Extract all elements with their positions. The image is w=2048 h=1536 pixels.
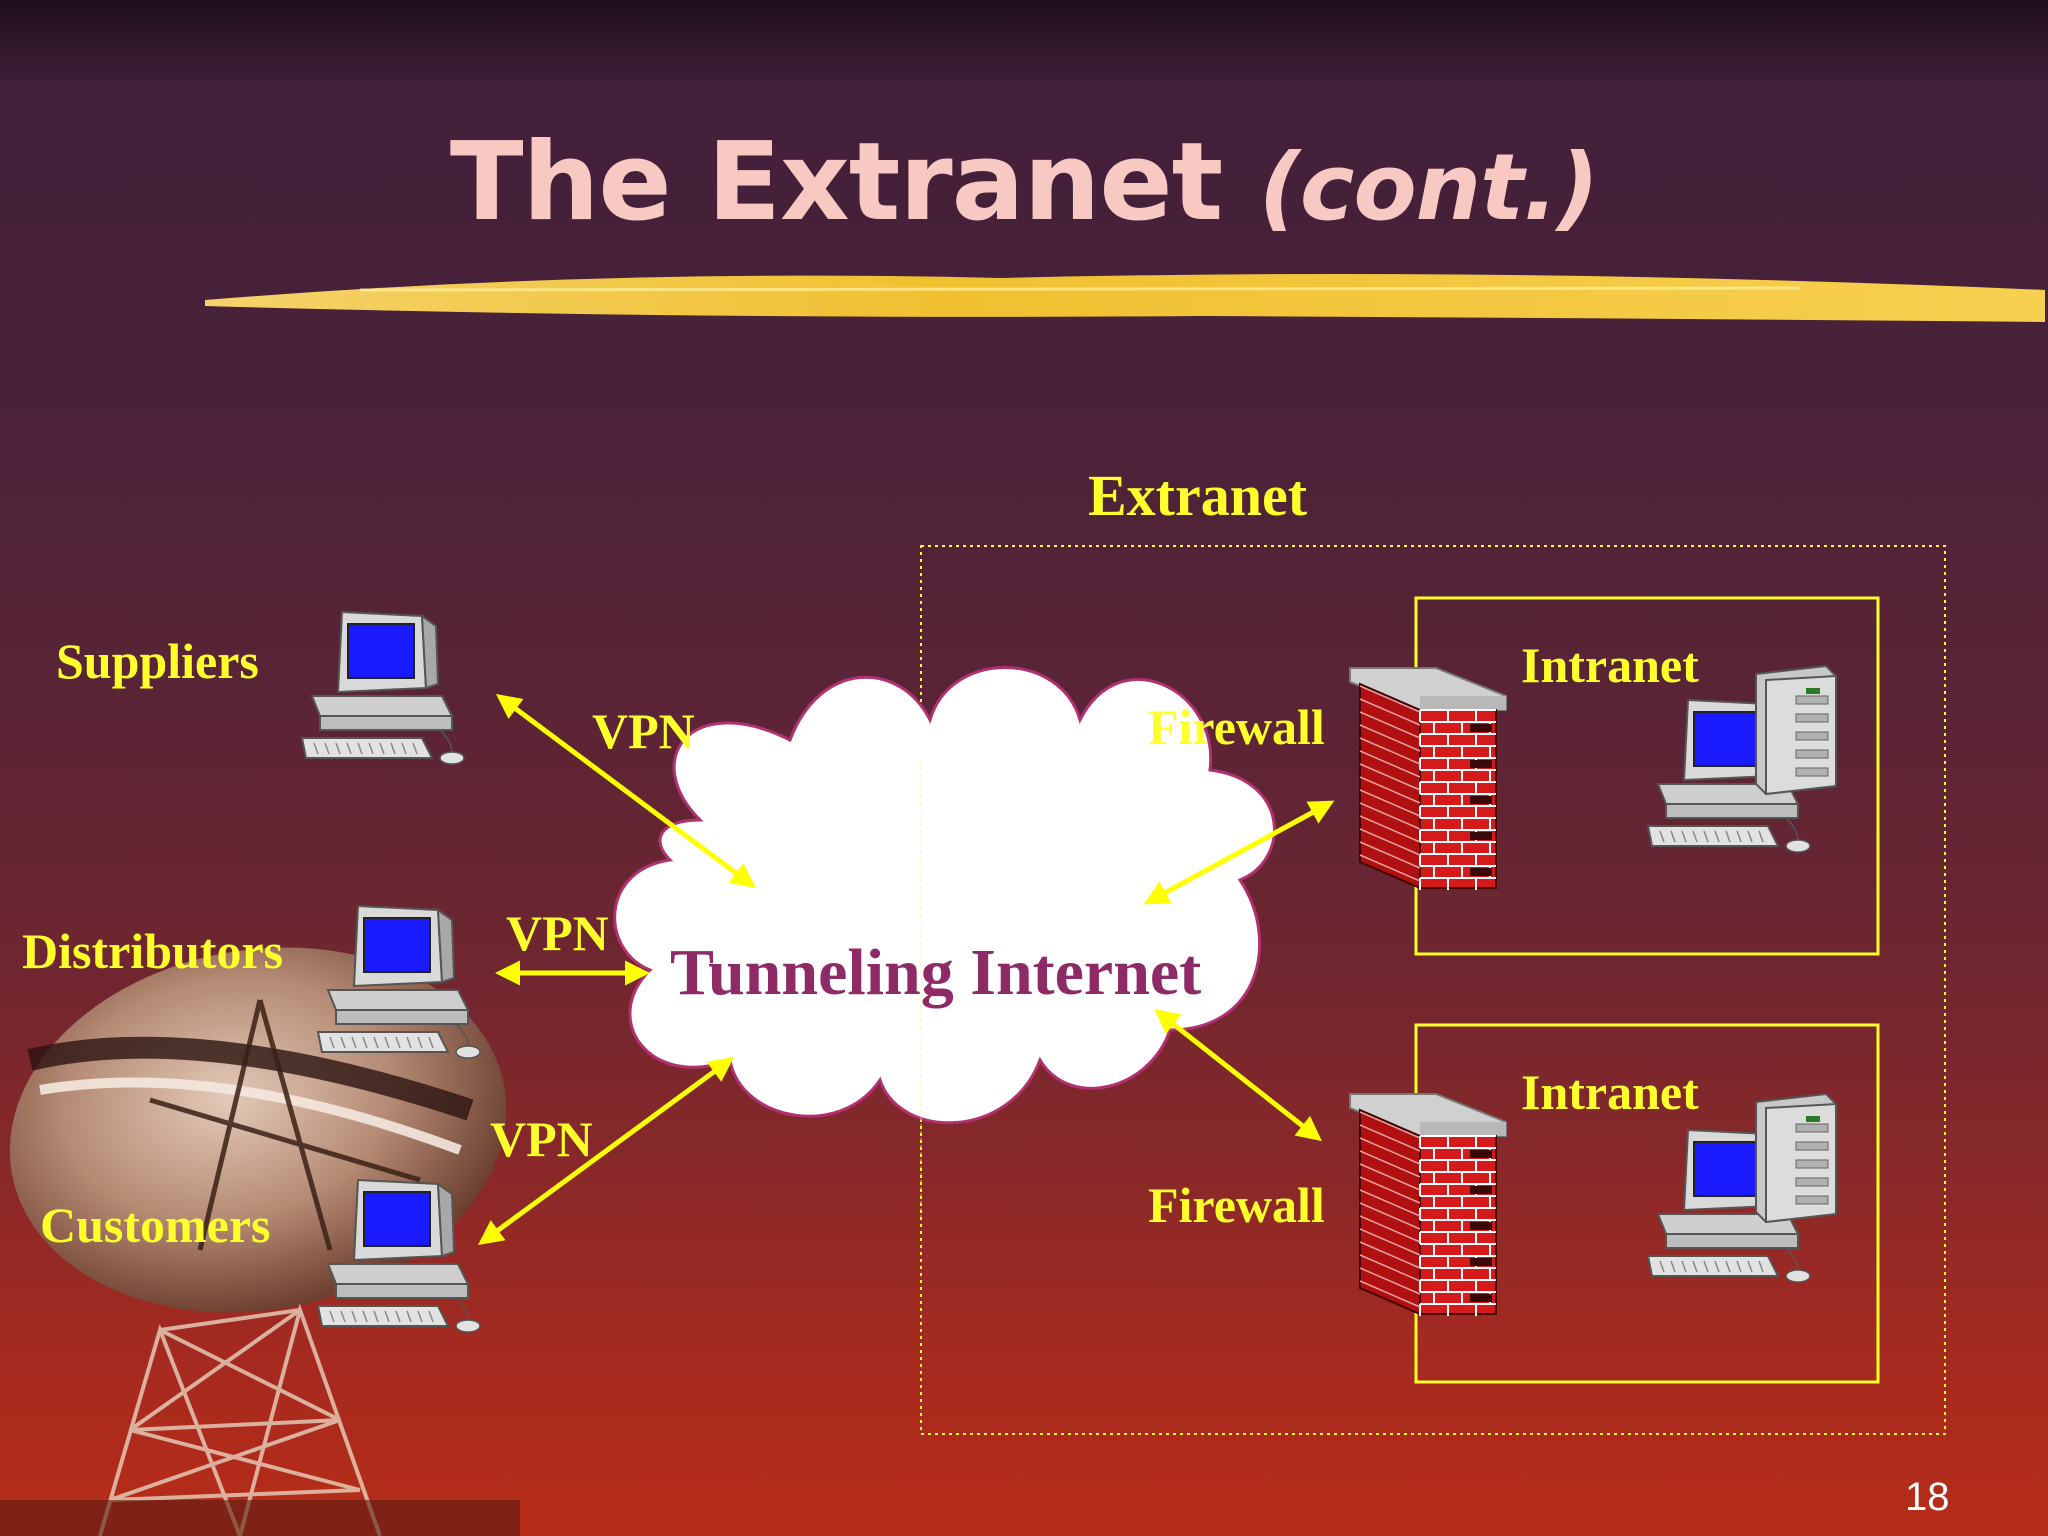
distributors-computer-icon	[316, 904, 481, 1059]
vpn-label-distributors: VPN	[506, 905, 609, 961]
arrow-firewall-bottom	[1154, 1008, 1322, 1142]
distributors-label: Distributors	[22, 923, 284, 979]
extranet-label: Extranet	[1088, 463, 1308, 528]
slide-title: The Extranet (cont.)	[0, 120, 2048, 245]
arrow-suppliers	[495, 694, 757, 888]
title-main: The Extranet	[449, 120, 1223, 245]
intranet-label-bottom: Intranet	[1521, 1064, 1699, 1120]
firewall-label-bottom: Firewall	[1148, 1177, 1325, 1233]
intranet-top-server-icon	[1755, 664, 1837, 796]
firewall-label-top: Firewall	[1148, 699, 1325, 755]
arrow-firewall-top	[1143, 800, 1335, 905]
intranet-top-computer-icon	[1646, 698, 1811, 853]
vpn-label-suppliers: VPN	[592, 703, 695, 759]
customers-computer-icon	[316, 1178, 481, 1333]
cloud-label: Tunneling Internet	[670, 936, 1202, 1009]
firewall-top-icon	[1349, 667, 1507, 890]
arrow-customers	[477, 1057, 735, 1245]
firewall-bottom-icon	[1349, 1093, 1507, 1316]
page-number: 18	[1905, 1475, 1950, 1519]
intranet-label-top: Intranet	[1521, 637, 1699, 693]
suppliers-computer-icon	[300, 610, 465, 765]
title-sub: (cont.)	[1258, 134, 1599, 241]
suppliers-label: Suppliers	[56, 633, 259, 689]
intranet-bottom-server-icon	[1755, 1092, 1837, 1224]
vpn-label-customers: VPN	[490, 1111, 593, 1167]
customers-label: Customers	[40, 1197, 271, 1253]
